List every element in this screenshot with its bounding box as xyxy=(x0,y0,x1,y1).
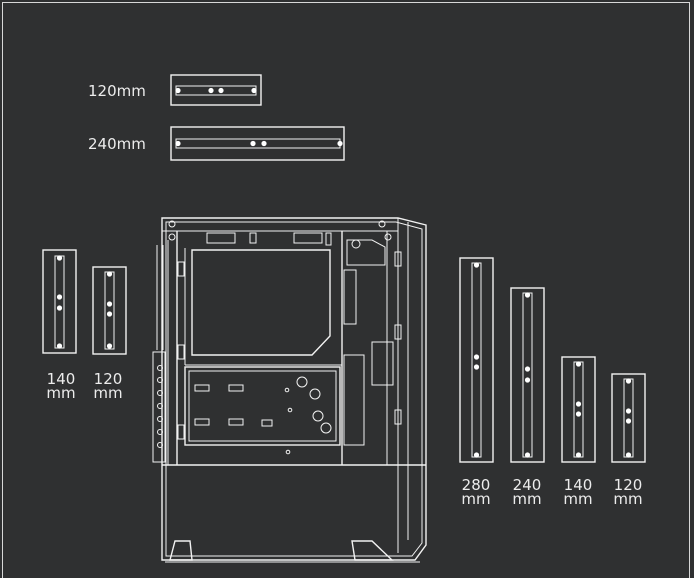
top-label-120: 120mm xyxy=(88,82,146,100)
left-label-140-unit: mm xyxy=(46,384,75,402)
right-label-140-num: 140 xyxy=(564,476,593,494)
pc-case-drawing xyxy=(152,217,427,563)
left-radiator-120 xyxy=(92,266,127,355)
right-label-140-unit: mm xyxy=(563,490,592,508)
right-radiator-280 xyxy=(459,257,494,463)
left-label-140-num: 140 xyxy=(47,370,76,388)
right-label-280-unit: mm xyxy=(461,490,490,508)
right-label-120-num: 120 xyxy=(614,476,643,494)
right-label-280-num: 280 xyxy=(462,476,491,494)
right-label-120-unit: mm xyxy=(613,490,642,508)
right-radiator-240 xyxy=(510,287,545,463)
right-radiator-120 xyxy=(611,373,646,463)
right-label-240-num: 240 xyxy=(513,476,542,494)
right-label-240-unit: mm xyxy=(512,490,541,508)
case-outline xyxy=(161,217,427,561)
top-radiator-120 xyxy=(170,74,262,106)
left-radiator-140 xyxy=(42,249,77,354)
right-radiator-140 xyxy=(561,356,596,463)
left-label-120-unit: mm xyxy=(93,384,122,402)
left-label-120-num: 120 xyxy=(94,370,123,388)
top-radiator-240 xyxy=(170,126,345,161)
top-label-240: 240mm xyxy=(88,135,146,153)
